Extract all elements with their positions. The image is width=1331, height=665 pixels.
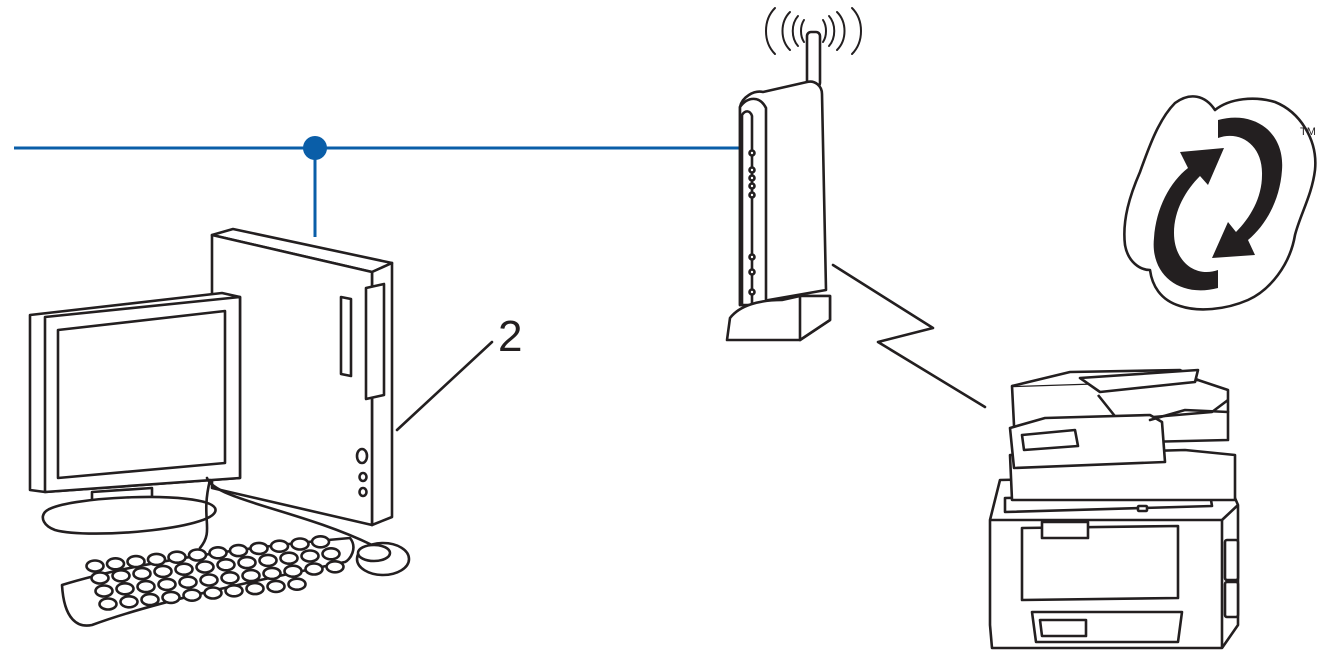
keyboard-key	[140, 592, 160, 607]
keyboard-key	[178, 575, 198, 590]
keyboard-key	[111, 568, 131, 583]
keyboard-key	[98, 597, 118, 611]
keyboard-key	[153, 564, 173, 579]
keyboard-key	[224, 583, 244, 598]
keyboard-key	[249, 541, 269, 556]
desktop-computer	[28, 227, 411, 627]
keyboard-key	[146, 552, 167, 567]
keyboard-key	[220, 570, 240, 585]
computer-monitor	[28, 291, 242, 535]
keyboard-key	[237, 555, 257, 570]
keyboard-key	[258, 553, 278, 568]
keyboard-key	[321, 546, 341, 561]
keyboard-key	[310, 534, 331, 549]
wireless-link	[831, 263, 987, 409]
keyboard-key	[304, 562, 324, 576]
computer-tower	[210, 227, 394, 527]
trademark-mark: TM	[1300, 126, 1316, 138]
keyboard-key	[208, 545, 228, 560]
network-cable	[14, 146, 740, 237]
keyboard-key	[119, 594, 139, 609]
keyboard-key	[187, 548, 208, 562]
keyboard-key	[126, 554, 146, 569]
keyboard-key	[136, 579, 156, 594]
keyboard-key	[90, 571, 110, 585]
keyboard-key	[132, 566, 152, 581]
keyboard-key	[269, 539, 290, 554]
keyboard-key	[287, 577, 307, 592]
keyboard-key	[174, 562, 194, 577]
keyboard-key	[167, 550, 187, 565]
keyboard-key	[115, 581, 135, 596]
keyboard-key	[300, 549, 320, 563]
keyboard-key	[203, 586, 223, 600]
keyboard-key	[161, 590, 181, 605]
keyboard-key	[157, 577, 177, 592]
keyboard-key	[245, 581, 265, 596]
keyboard-key	[283, 564, 303, 579]
keyboard-key	[279, 551, 299, 566]
wireless-router	[725, 30, 832, 342]
keyboard-key	[94, 584, 114, 598]
keyboard-key	[262, 566, 282, 581]
keyboard-key	[216, 557, 236, 572]
keyboard-key	[241, 568, 261, 583]
multifunction-printer	[988, 368, 1240, 650]
keyboard-key	[182, 588, 202, 603]
keyboard-key	[325, 559, 345, 574]
keyboard-key	[195, 560, 215, 574]
keyboard-key	[228, 543, 249, 558]
computer-mouse	[355, 541, 411, 577]
keyboard-key	[105, 556, 126, 571]
wps-logo: TM	[1123, 95, 1317, 311]
callout-label: 2	[498, 312, 522, 361]
callout: 2	[395, 312, 522, 432]
network-junction	[303, 136, 327, 160]
computer-keyboard	[60, 534, 355, 627]
keyboard-key	[266, 579, 286, 594]
keyboard-key	[290, 537, 310, 551]
keyboard-key	[85, 559, 105, 573]
radio-wave	[765, 7, 862, 55]
keyboard-key	[199, 573, 219, 587]
